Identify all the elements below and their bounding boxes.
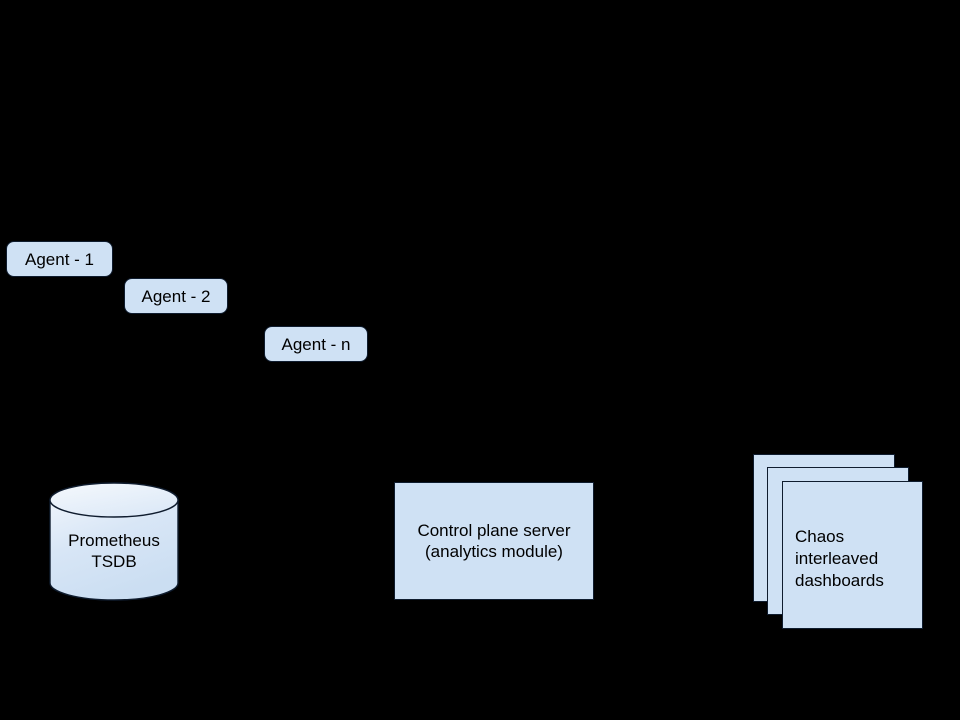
control-plane-server-node[interactable]: Control plane server (analytics module) [394,482,594,600]
agent-2-label: Agent - 2 [141,286,211,306]
agent-1-node[interactable]: Agent - 1 [6,241,113,277]
cylinder-shape [49,482,179,601]
prometheus-tsdb-node[interactable]: Prometheus TSDB [49,482,179,601]
control-plane-label-line-2: (analytics module) [425,542,563,561]
agent-n-node[interactable]: Agent - n [264,326,368,362]
agent-2-node[interactable]: Agent - 2 [124,278,228,314]
control-plane-label-line-1: Control plane server [417,521,571,540]
agent-1-label: Agent - 1 [25,249,94,269]
chaos-dashboards-node[interactable]: Chaos interleaved dashboards [753,454,923,630]
dashboard-sheet-front [782,481,923,629]
agent-n-label: Agent - n [281,334,351,354]
